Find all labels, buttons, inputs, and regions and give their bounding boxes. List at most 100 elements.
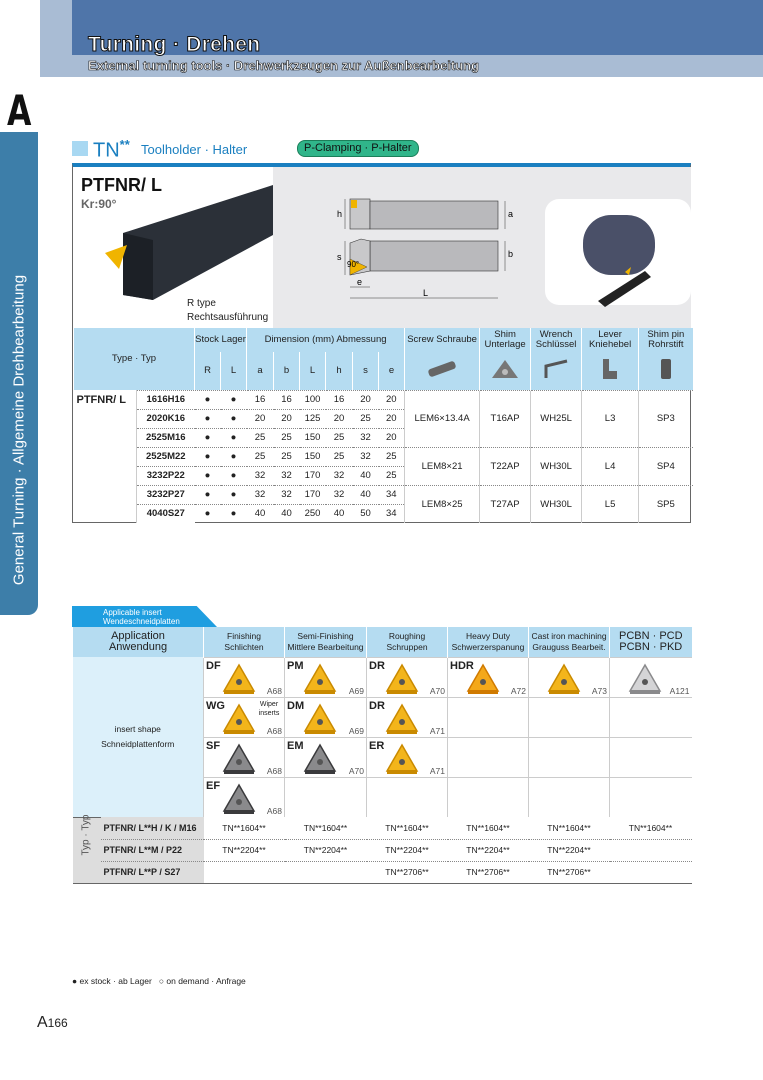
insert-designation: TN**2706** xyxy=(528,861,610,884)
col-len: L xyxy=(299,352,326,390)
part-pin: SP3 xyxy=(638,389,693,447)
tab-line-1: Applicable insert xyxy=(103,608,162,617)
lever-icon xyxy=(581,352,639,390)
insert-cell xyxy=(528,736,610,777)
dim-a: a xyxy=(508,209,513,219)
insert-cell: A121 xyxy=(609,656,692,697)
code-sup: ** xyxy=(119,137,130,152)
col-lever: Lever Kniehebel xyxy=(581,328,639,352)
holder-type: PTFNR/ L**M / P22 xyxy=(100,839,204,862)
part-shim: T22AP xyxy=(479,446,531,485)
cell-h: 25 xyxy=(325,427,353,447)
insert-designation: TN**1604** xyxy=(203,817,285,840)
insert-image xyxy=(466,662,500,697)
insert-designation xyxy=(284,861,367,884)
chipbreaker-code: SF xyxy=(206,739,221,752)
cell-e: 25 xyxy=(378,446,405,466)
page-ref: A121 xyxy=(669,685,690,696)
cell-r: ● xyxy=(194,503,221,523)
chipbreaker-code: HDR xyxy=(450,659,474,672)
cell-len: 250 xyxy=(299,503,326,523)
chipbreaker-code: PM xyxy=(287,659,304,672)
page-ref: A68 xyxy=(266,685,283,696)
page-ref: A68 xyxy=(266,806,283,816)
cell-r: ● xyxy=(194,427,221,447)
insert-cell xyxy=(447,696,529,737)
cell-r: ● xyxy=(194,408,221,428)
cell-a: 25 xyxy=(246,446,274,466)
cell-len: 170 xyxy=(299,484,326,504)
insert-cell xyxy=(447,776,529,817)
cell-h: 32 xyxy=(325,465,353,485)
page-ref: A69 xyxy=(348,725,365,736)
insert-designation: TN**1604** xyxy=(609,817,692,840)
cell-e: 34 xyxy=(378,503,405,523)
insert-image xyxy=(222,742,256,777)
cell-b: 32 xyxy=(273,465,300,485)
cell-e: 25 xyxy=(378,465,405,485)
insert-designation xyxy=(609,839,692,862)
cell-l: ● xyxy=(220,446,247,466)
chipbreaker-code: DM xyxy=(287,699,305,712)
col-en: Finishing xyxy=(227,630,262,641)
col-en: Heavy Duty xyxy=(466,630,510,641)
insert-cell xyxy=(609,696,692,737)
page-ref: A71 xyxy=(429,725,446,736)
product-model: PTFNR/ L xyxy=(81,175,162,195)
chipbreaker-code: EF xyxy=(206,779,221,792)
chipbreaker-code: WG xyxy=(206,699,225,712)
section-marker xyxy=(72,141,88,156)
screw-icon xyxy=(404,352,480,390)
entering-angle: Kr:90° xyxy=(81,197,117,211)
col-L: L xyxy=(219,352,247,390)
part-lever: L4 xyxy=(581,446,639,485)
dim-s: s xyxy=(337,252,342,262)
code-text: TN xyxy=(93,139,120,162)
insert-image xyxy=(385,662,419,697)
dim-angle: 90° xyxy=(347,260,359,269)
part-lever: L3 xyxy=(581,389,639,447)
header-bar xyxy=(72,0,763,55)
part-shim: T27AP xyxy=(479,484,531,523)
insert-image xyxy=(222,702,256,737)
cell-a: 32 xyxy=(246,465,274,485)
part-wrench: WH30L xyxy=(530,484,582,523)
diagram-panel: h a s b e L 90° xyxy=(273,167,691,328)
part-lever: L5 xyxy=(581,484,639,523)
chapter-side-tab xyxy=(0,132,38,615)
legend-demand: on demand · Anfrage xyxy=(166,976,246,986)
dim-L: L xyxy=(423,288,428,298)
app-en: Application xyxy=(111,630,165,642)
insert-image xyxy=(385,742,419,777)
cell-len: 150 xyxy=(299,427,326,447)
col-shim: Shim Unterlage xyxy=(479,328,531,352)
cell-r: ● xyxy=(194,389,221,409)
cell-e: 34 xyxy=(378,484,405,504)
col-e: e xyxy=(378,352,405,390)
cell-b: 40 xyxy=(273,503,300,523)
cell-h: 16 xyxy=(325,389,353,409)
insert-cell: EF A68 xyxy=(203,776,285,817)
cell-h: 20 xyxy=(325,408,353,428)
cell-a: 40 xyxy=(246,503,274,523)
type-code: 2525M22 xyxy=(136,446,195,466)
insert-designation: TN**2204** xyxy=(447,839,529,862)
col-screw: Screw Schraube xyxy=(404,328,480,352)
page-ref: A71 xyxy=(429,765,446,776)
page-ref: A70 xyxy=(348,765,365,776)
